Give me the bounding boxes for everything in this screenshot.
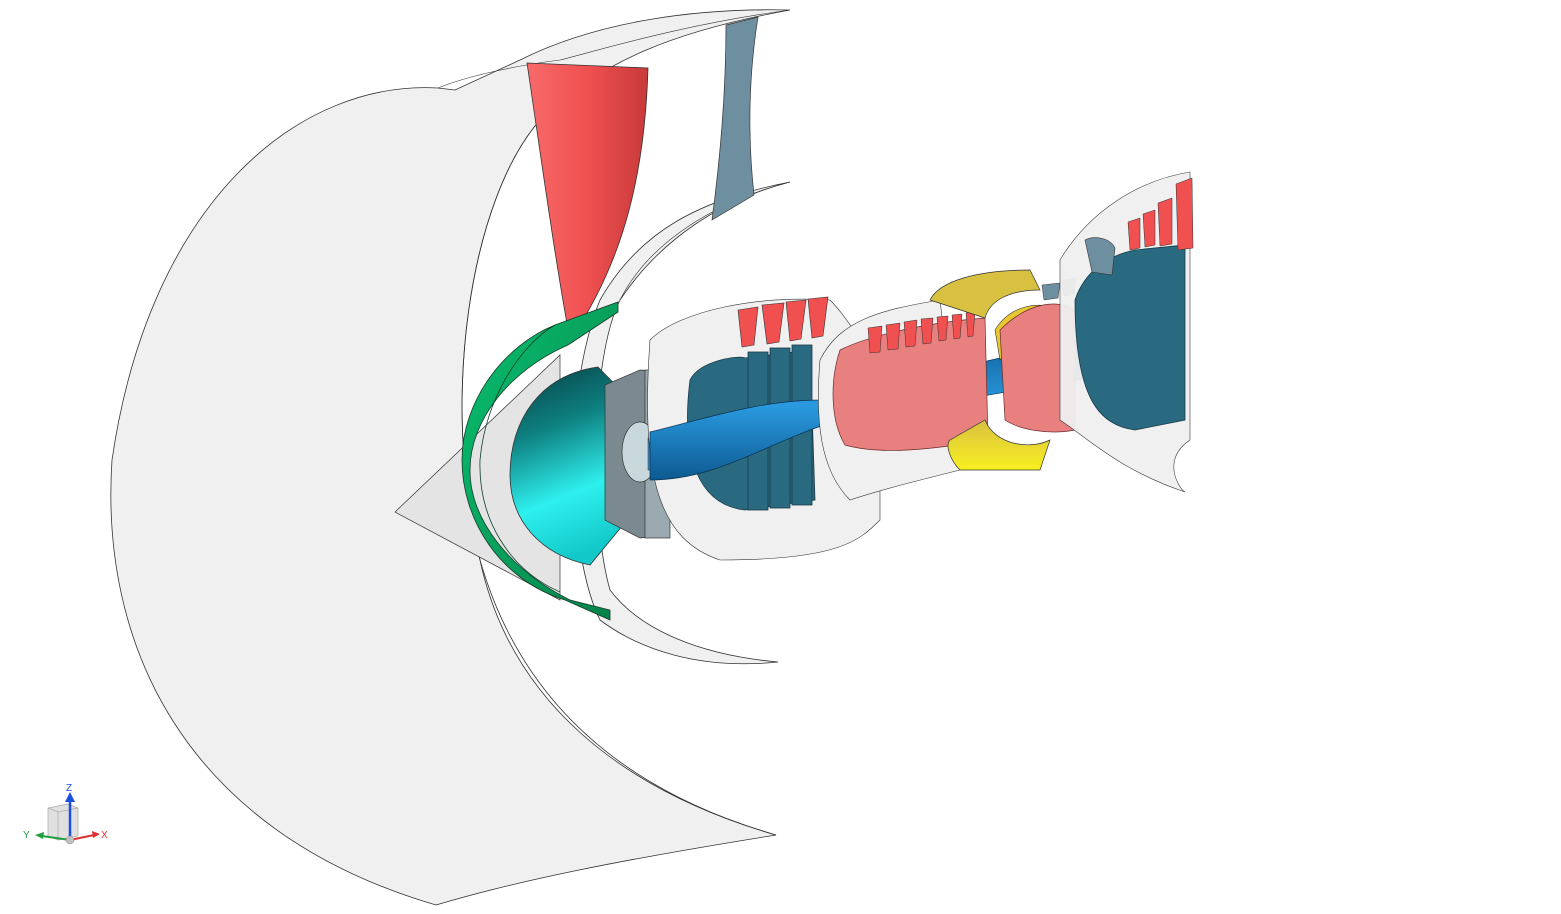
fan-disk-ring <box>461 301 619 621</box>
z-axis-icon <box>65 792 75 838</box>
triad-cube <box>47 803 79 841</box>
y-axis-label: Y <box>23 830 30 841</box>
hp-compressor <box>832 311 989 451</box>
lp-compressor <box>687 296 829 511</box>
y-axis-icon <box>35 832 71 841</box>
lp-compressor-blades <box>737 296 829 348</box>
hp-compressor-blades <box>867 311 976 354</box>
z-axis-label: Z <box>66 783 72 794</box>
lp-turbine <box>1074 177 1194 431</box>
x-axis-label: X <box>101 830 108 841</box>
outlet-guide-vane <box>711 16 759 221</box>
fan-blade <box>526 62 649 342</box>
lp-turbine-blades <box>1127 177 1194 251</box>
view-triad[interactable]: Z Y X <box>20 780 120 855</box>
nacelle-outer <box>110 9 791 906</box>
triad-origin <box>65 835 75 845</box>
bypass-duct <box>573 181 791 665</box>
